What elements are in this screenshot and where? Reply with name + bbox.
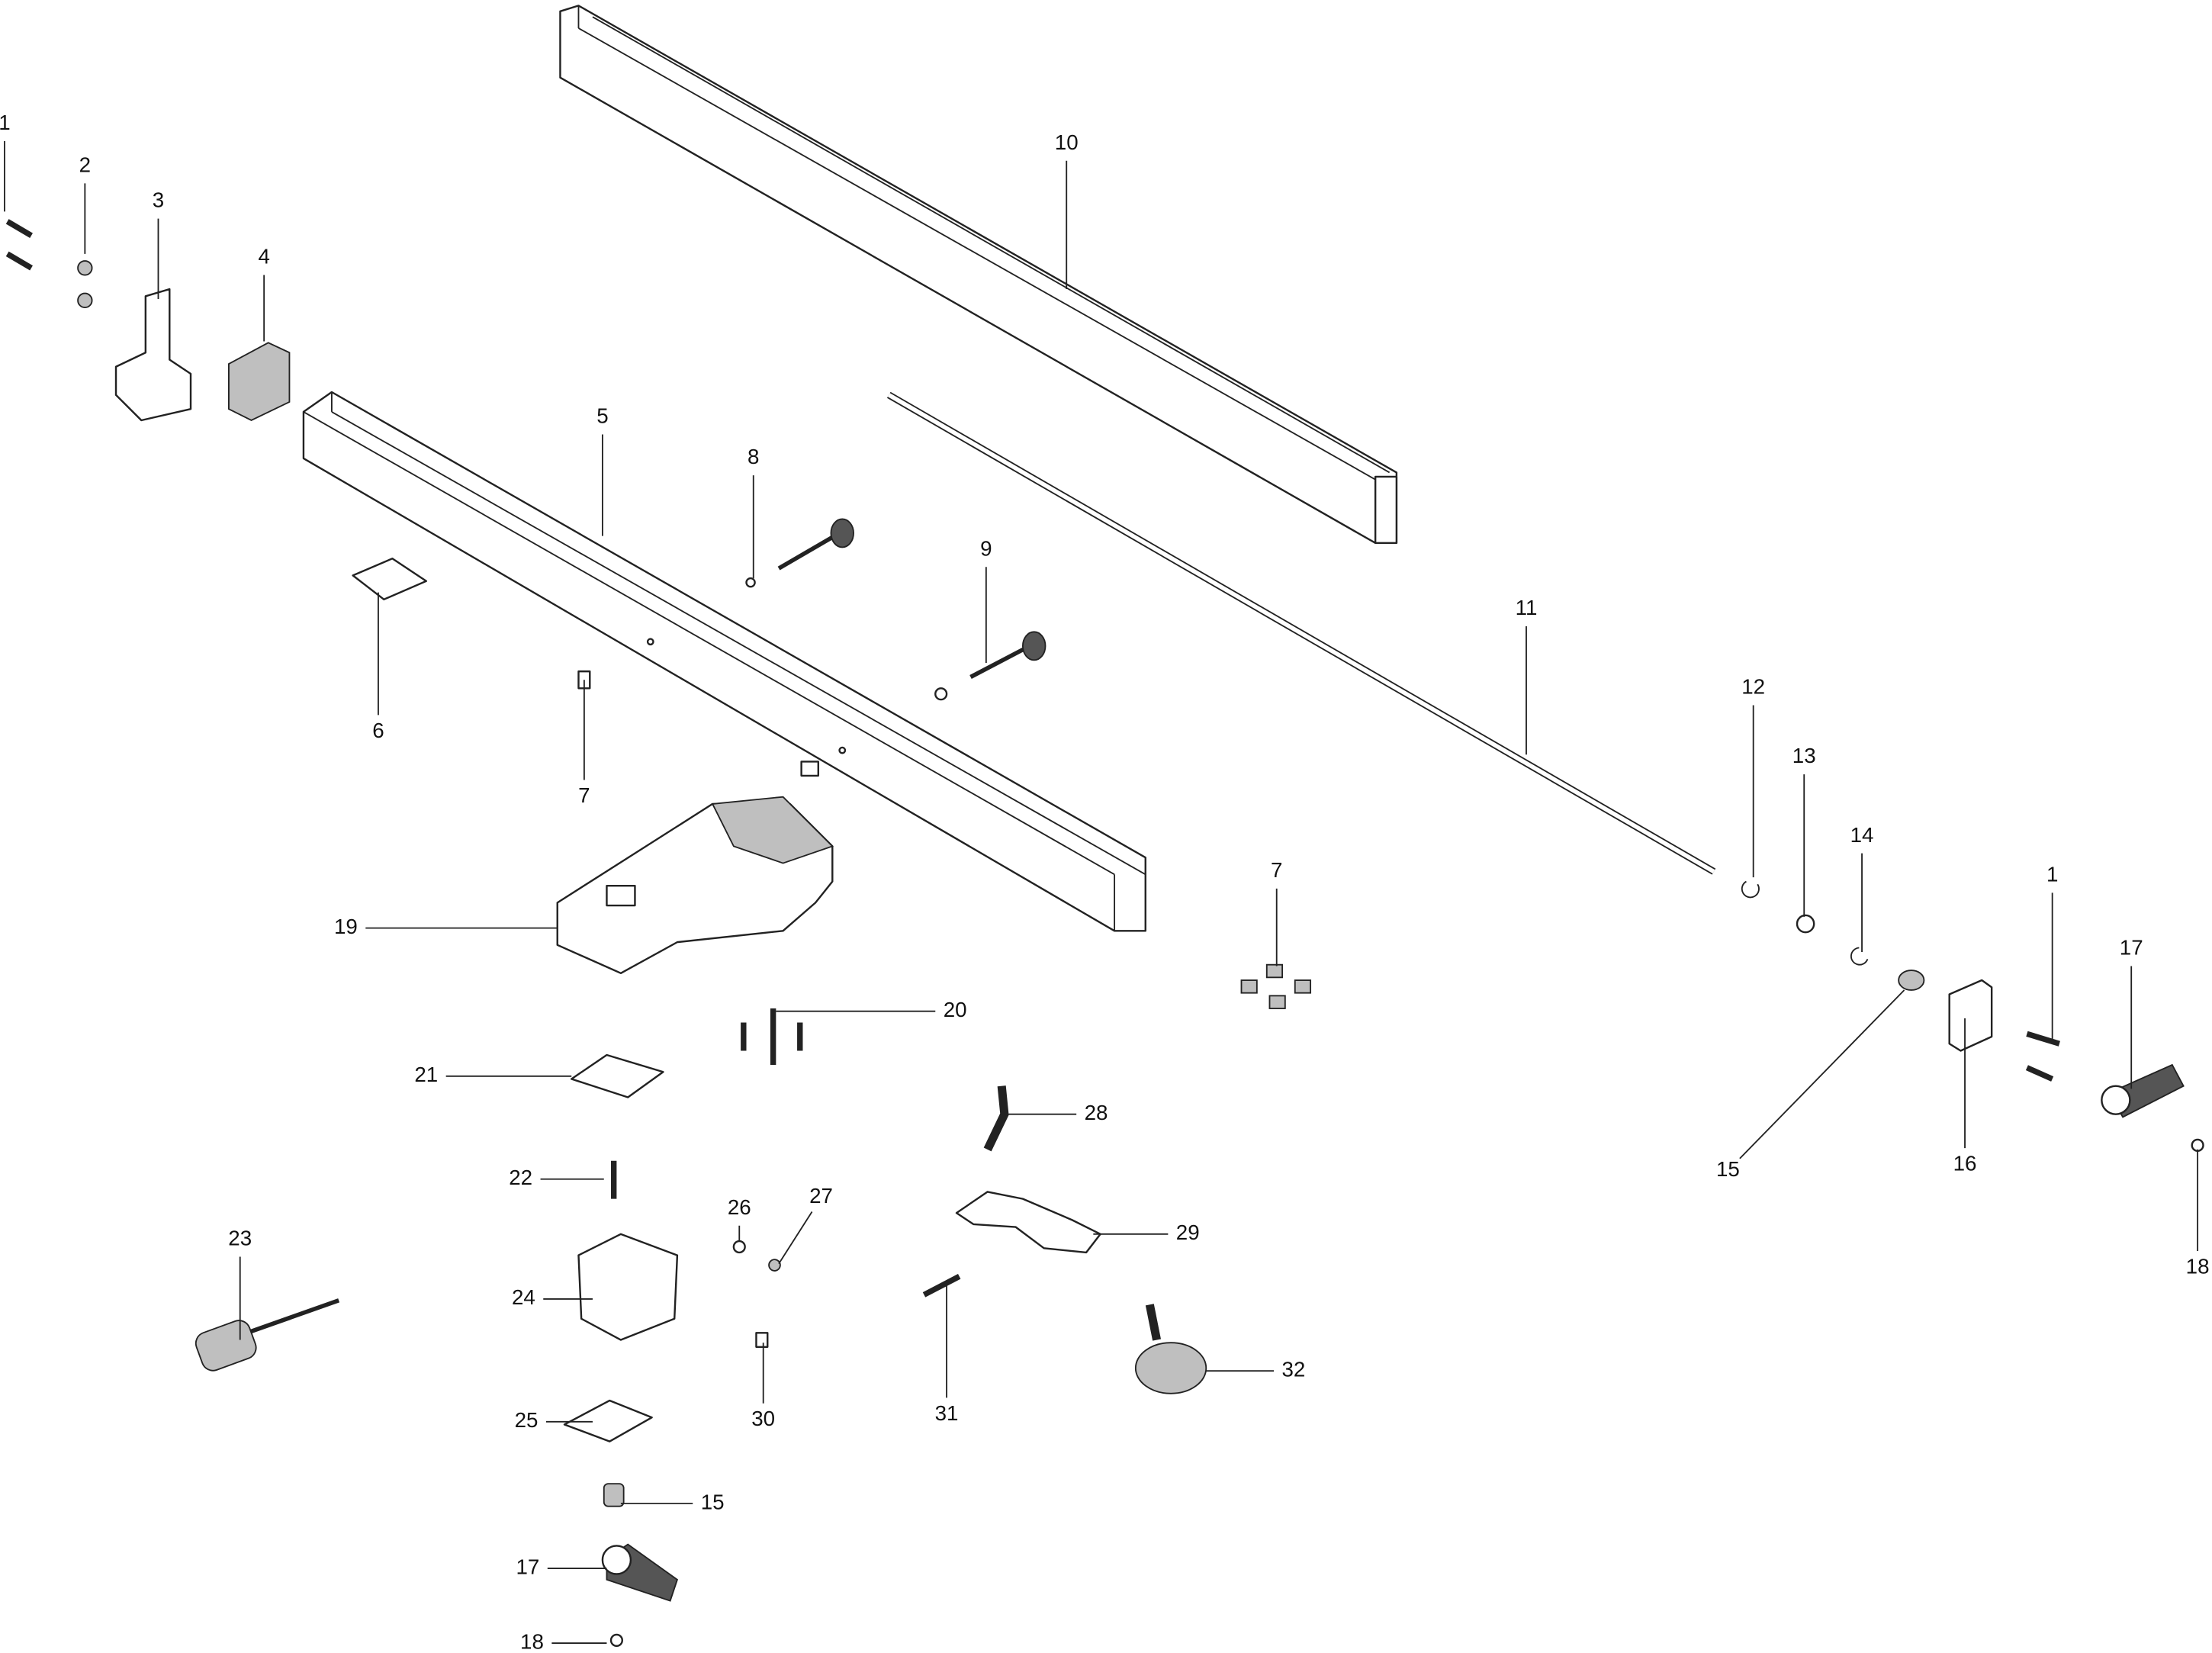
front-end-cap xyxy=(1948,979,1993,1052)
square-nut xyxy=(800,761,820,777)
callout-1: 1 xyxy=(2046,863,2058,886)
bushing xyxy=(1898,970,1925,991)
screws-and-nuts xyxy=(5,219,2060,1082)
callout-18: 18 xyxy=(2186,1255,2210,1278)
callout-14: 14 xyxy=(1850,823,1874,847)
retaining-ring xyxy=(732,1240,746,1254)
spring-clip xyxy=(755,1332,769,1348)
fence-head xyxy=(556,796,834,974)
callout-17: 17 xyxy=(2120,936,2143,960)
callout-11: 11 xyxy=(1516,596,1538,619)
callout-21: 21 xyxy=(414,1063,438,1086)
callout-20: 20 xyxy=(944,998,967,1021)
callout-19: 19 xyxy=(334,915,358,938)
fence-body-tube xyxy=(302,391,1146,932)
roll-pin xyxy=(922,1274,961,1298)
callout-1: 1 xyxy=(0,111,11,134)
callout-13: 13 xyxy=(1792,744,1816,767)
clamp-cam xyxy=(955,1191,1101,1254)
washer xyxy=(1796,914,1815,934)
callout-24: 24 xyxy=(512,1285,535,1309)
callout-30: 30 xyxy=(751,1407,775,1430)
retaining-clip xyxy=(2191,1138,2204,1152)
callout-31: 31 xyxy=(935,1401,959,1425)
spring xyxy=(983,1085,1009,1152)
callout-6: 6 xyxy=(372,719,384,742)
callout-32: 32 xyxy=(1281,1358,1305,1381)
callout-15: 15 xyxy=(1716,1157,1740,1181)
fence-face-rail xyxy=(559,5,1398,545)
callout-27: 27 xyxy=(809,1184,833,1208)
clamp-housing xyxy=(577,1233,679,1341)
callout-23: 23 xyxy=(228,1227,252,1250)
spring-plate xyxy=(571,1053,664,1098)
bushing xyxy=(603,1483,625,1507)
callout-29: 29 xyxy=(1176,1220,1200,1244)
callout-7: 7 xyxy=(1271,858,1282,882)
e-ring xyxy=(1741,880,1760,899)
callout-3: 3 xyxy=(153,188,164,212)
callout-16: 16 xyxy=(1953,1152,1977,1175)
leader-line-27 xyxy=(778,1211,813,1265)
callout-15: 15 xyxy=(701,1490,725,1513)
lock-lever xyxy=(601,1063,2185,1602)
callout-12: 12 xyxy=(1741,675,1765,699)
lock-rod xyxy=(886,391,1716,875)
callout-22: 22 xyxy=(509,1166,532,1189)
callout-4: 4 xyxy=(258,245,269,269)
leader-line-15 xyxy=(1739,989,1905,1159)
callout-7: 7 xyxy=(578,783,590,807)
knob-bolt xyxy=(745,518,1047,701)
callout-8: 8 xyxy=(748,445,759,468)
head-screws xyxy=(741,1008,803,1065)
label-plate xyxy=(352,557,427,601)
callout-28: 28 xyxy=(1085,1101,1108,1124)
callout-17: 17 xyxy=(516,1555,539,1578)
nut xyxy=(768,1259,781,1272)
callout-18: 18 xyxy=(520,1629,544,1653)
square-nuts-set xyxy=(1240,963,1312,1009)
callout-layer: 1234567891011121314117719202128151618222… xyxy=(0,111,2210,1653)
rear-bracket xyxy=(114,288,192,422)
adjuster-knob xyxy=(195,1298,340,1372)
clamp-knob xyxy=(1134,1304,1207,1394)
c-clip xyxy=(1850,947,1869,966)
callout-5: 5 xyxy=(596,404,608,428)
callout-25: 25 xyxy=(515,1408,539,1432)
callout-26: 26 xyxy=(728,1195,751,1219)
callout-2: 2 xyxy=(79,153,91,177)
retaining-clip xyxy=(609,1633,624,1647)
callout-10: 10 xyxy=(1055,130,1079,154)
clamp-plate xyxy=(563,1399,653,1442)
rear-end-cap xyxy=(228,342,291,422)
callout-9: 9 xyxy=(980,536,992,560)
